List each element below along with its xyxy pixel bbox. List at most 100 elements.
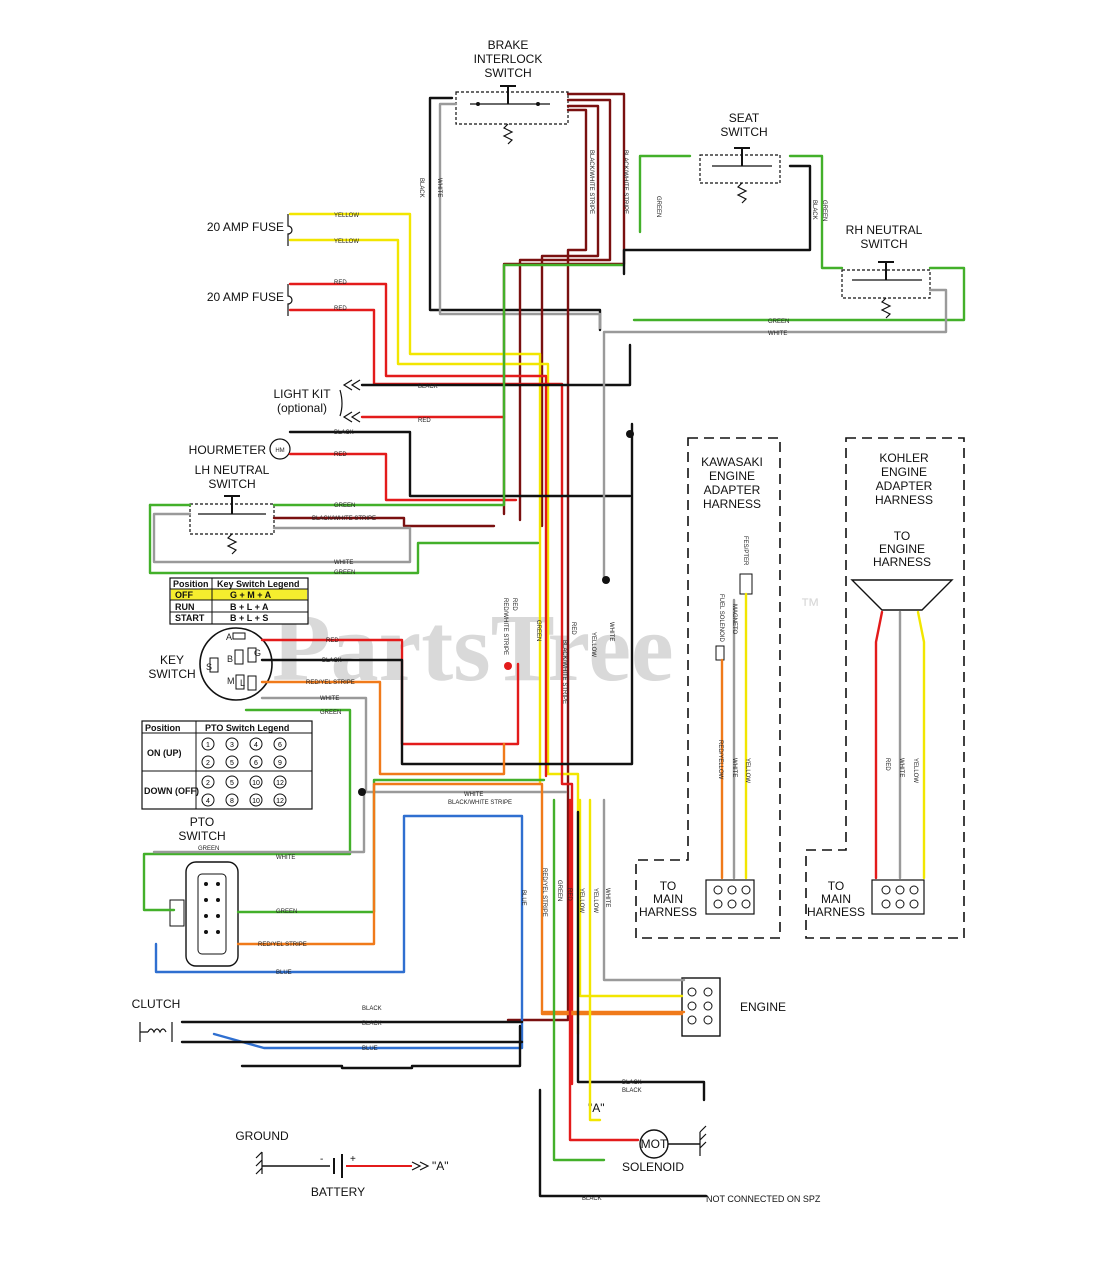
wire-label-magneto: MAGNETO <box>731 604 737 635</box>
wire-label-rw-vert: RED/WHITE STRIPE <box>502 598 508 655</box>
not-connected-label: NOT CONNECTED ON SPZ <box>706 1194 821 1204</box>
key-legend-row-off-value: G + M + A <box>230 590 272 600</box>
clutch-label: CLUTCH <box>132 997 181 1011</box>
ground-label: GROUND <box>235 1129 289 1143</box>
fuse-1-label: 20 AMP FUSE <box>207 220 284 234</box>
wire-label-green-vert2: GREEN <box>535 620 541 641</box>
wire-black-spz <box>538 1088 708 1198</box>
fuse-2 <box>287 284 293 316</box>
wire-label-black-seat: BLACK <box>811 200 817 220</box>
kohler-label-1: KOHLER <box>879 451 929 465</box>
kohler-harness-box: KOHLER ENGINE ADAPTER HARNESS TO ENGINE … <box>805 437 965 939</box>
junction-dot <box>626 430 634 438</box>
wire-black-light <box>360 343 632 387</box>
key-switch-label-1: KEY <box>160 653 184 667</box>
kawasaki-harness-box: KAWASAKI ENGINE ADAPTER HARNESS TO MAIN … <box>635 437 781 939</box>
kawasaki-label-2: ENGINE <box>709 469 755 483</box>
pto-pin <box>249 737 263 751</box>
wire-label-red-key: RED <box>326 638 339 644</box>
rh-neutral-switch <box>841 261 931 319</box>
kohler-label-2: ENGINE <box>881 465 927 479</box>
wire-label-black-hm: BLACK <box>334 430 354 436</box>
wire-label-white-rh: WHITE <box>768 331 787 337</box>
wire-label-white-key: WHITE <box>320 696 339 702</box>
pto-pin <box>273 737 287 751</box>
wire-label-bw-vert3: BLACK/WHITE STRIPE <box>561 640 567 704</box>
wire-label-red-vert: RED <box>511 598 517 611</box>
pto-pin <box>249 775 263 789</box>
wire-label-red-light: RED <box>418 418 431 424</box>
seat-label-line-2: SWITCH <box>720 125 767 139</box>
seat-switch <box>699 147 781 204</box>
pto-pin-number: 4 <box>206 798 210 805</box>
wire-black-diode <box>240 1024 522 1070</box>
kawasaki-to-main-3: HARNESS <box>639 905 697 919</box>
wire-green-rh <box>632 154 966 322</box>
key-terminal-l: L <box>240 678 245 688</box>
wire-label-ry-key: RED/YEL STRIPE <box>306 680 355 686</box>
pto-pin <box>273 793 287 807</box>
wire-yellow-engine <box>578 798 684 998</box>
wire-label-red-hm: RED <box>334 452 347 458</box>
kohler-to-engine-3: HARNESS <box>873 555 931 569</box>
wire-label-bw-vert2: BLACK/WHITE STRIPE <box>622 150 628 214</box>
wire-label-white-vert3: WHITE <box>604 888 610 907</box>
wire-label-ry-pto: RED/YEL STRIPE <box>258 942 307 948</box>
wire-red-hourmeter <box>288 452 518 502</box>
wire-label-bw-lh: BLACK/WHITE STRIPE <box>312 516 376 522</box>
light-kit-optional: (optional) <box>277 401 327 415</box>
kohler-to-main-2: MAIN <box>821 892 851 906</box>
clutch-coil <box>139 1022 173 1042</box>
wire-label-white-koh: WHITE <box>898 758 904 777</box>
pto-switch-connector <box>169 861 239 967</box>
engine-connector <box>681 977 721 1037</box>
wire-label-red-1: RED <box>334 280 347 286</box>
wire-label-black-clutch: BLACK <box>362 1006 382 1012</box>
wire-black-key <box>260 422 634 766</box>
wire-label-green-seat: GREEN <box>821 200 827 221</box>
wire-red-koh <box>874 610 884 880</box>
pto-pin-number: 6 <box>278 742 282 749</box>
fuse-2-label: 20 AMP FUSE <box>207 290 284 304</box>
wire-black-ground <box>576 810 706 1102</box>
motor-symbol: MOT <box>641 1137 668 1151</box>
wire-yellow-solenoid <box>588 798 602 1122</box>
pto-pin-number: 12 <box>276 780 284 787</box>
key-legend-row-start: START <box>175 613 205 623</box>
wire-label-blue-clutch: BLUE <box>362 1046 378 1052</box>
wire-label-bw-vert: BLACK/WHITE STRIPE <box>588 150 594 214</box>
wire-label-green-key: GREEN <box>320 710 341 716</box>
wire-label-black-vert: BLACK <box>418 178 424 198</box>
wire-white-key <box>260 696 568 794</box>
wire-maroon-brake-2 <box>518 98 612 522</box>
wire-label-black-clutch2: BLACK <box>362 1021 382 1027</box>
wire-white-engine <box>602 798 686 982</box>
key-legend-header-position: Position <box>173 579 209 589</box>
starter-motor: MOT "A" <box>588 1101 707 1159</box>
brake-interlock-label: BRAKE INTERLOCK SWITCH <box>474 38 543 80</box>
wire-label-green-pto2: GREEN <box>276 909 297 915</box>
wire-green-key <box>142 708 352 912</box>
pto-pin-number: 6 <box>254 760 258 767</box>
pto-pin <box>225 775 239 789</box>
kawasaki-label-3: ADAPTER <box>704 483 761 497</box>
wire-label-blue-vert: BLUE <box>520 890 526 906</box>
wire-blue-pto <box>154 814 524 1018</box>
pto-pin-number: 3 <box>230 742 234 749</box>
battery-label: BATTERY <box>311 1185 365 1199</box>
wire-label-yellow-2: YELLOW <box>334 239 359 245</box>
wire-label-yellow-vert2: YELLOW <box>578 888 584 913</box>
wire-label-white-kaw: WHITE <box>731 758 737 777</box>
wire-maroon-brake-3 <box>540 104 600 528</box>
battery-a-label: "A" <box>432 1159 449 1173</box>
wire-orange-pto <box>236 782 684 1016</box>
kohler-label-3: ADAPTER <box>876 479 933 493</box>
wire-black-seat <box>622 164 812 276</box>
pto-switch-label-1: PTO <box>190 815 214 829</box>
wire-label-yellow-vert3: YELLOW <box>592 888 598 913</box>
wire-label-fes: FES/PTER <box>742 536 748 566</box>
wire-white-lh <box>152 512 412 564</box>
pto-pin-number: 10 <box>252 798 260 805</box>
key-terminal-m: M <box>227 676 235 686</box>
